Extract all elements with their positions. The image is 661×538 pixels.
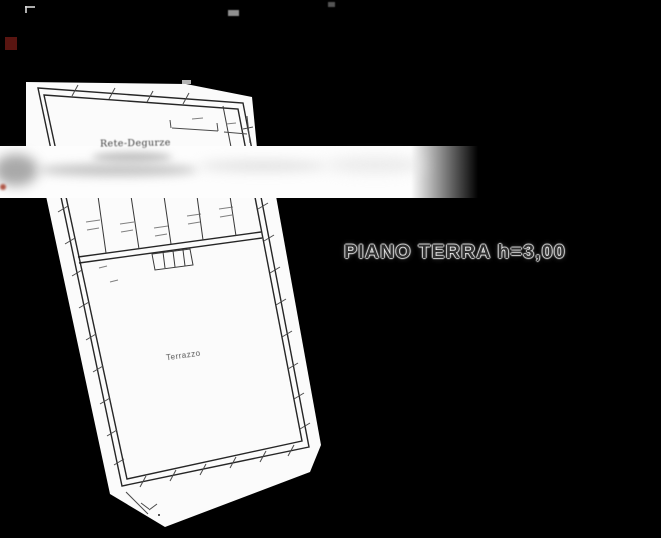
red-dot-mark bbox=[0, 184, 6, 190]
stamp-text: Rete-Degurze bbox=[99, 137, 171, 150]
room-label-marks bbox=[85, 206, 234, 283]
plan-title: PIANO TERRA h=3,00 bbox=[344, 241, 566, 263]
red-square-mark bbox=[5, 37, 17, 50]
blur-smudge bbox=[0, 154, 38, 186]
scan-speck bbox=[25, 6, 35, 8]
dimension-ticks bbox=[57, 84, 311, 516]
scan-speck bbox=[328, 2, 335, 7]
blur-smudge bbox=[325, 158, 425, 172]
blur-smudge bbox=[92, 152, 172, 162]
blur-smudge bbox=[38, 164, 198, 176]
privacy-blur-band bbox=[0, 146, 478, 198]
dimension-lines bbox=[169, 115, 254, 144]
interior-walls bbox=[77, 105, 263, 271]
scan-speck bbox=[228, 10, 239, 16]
scan-speck bbox=[25, 6, 27, 13]
blur-smudge bbox=[198, 161, 328, 171]
outer-walls bbox=[37, 87, 310, 487]
scan-speck bbox=[182, 80, 191, 84]
